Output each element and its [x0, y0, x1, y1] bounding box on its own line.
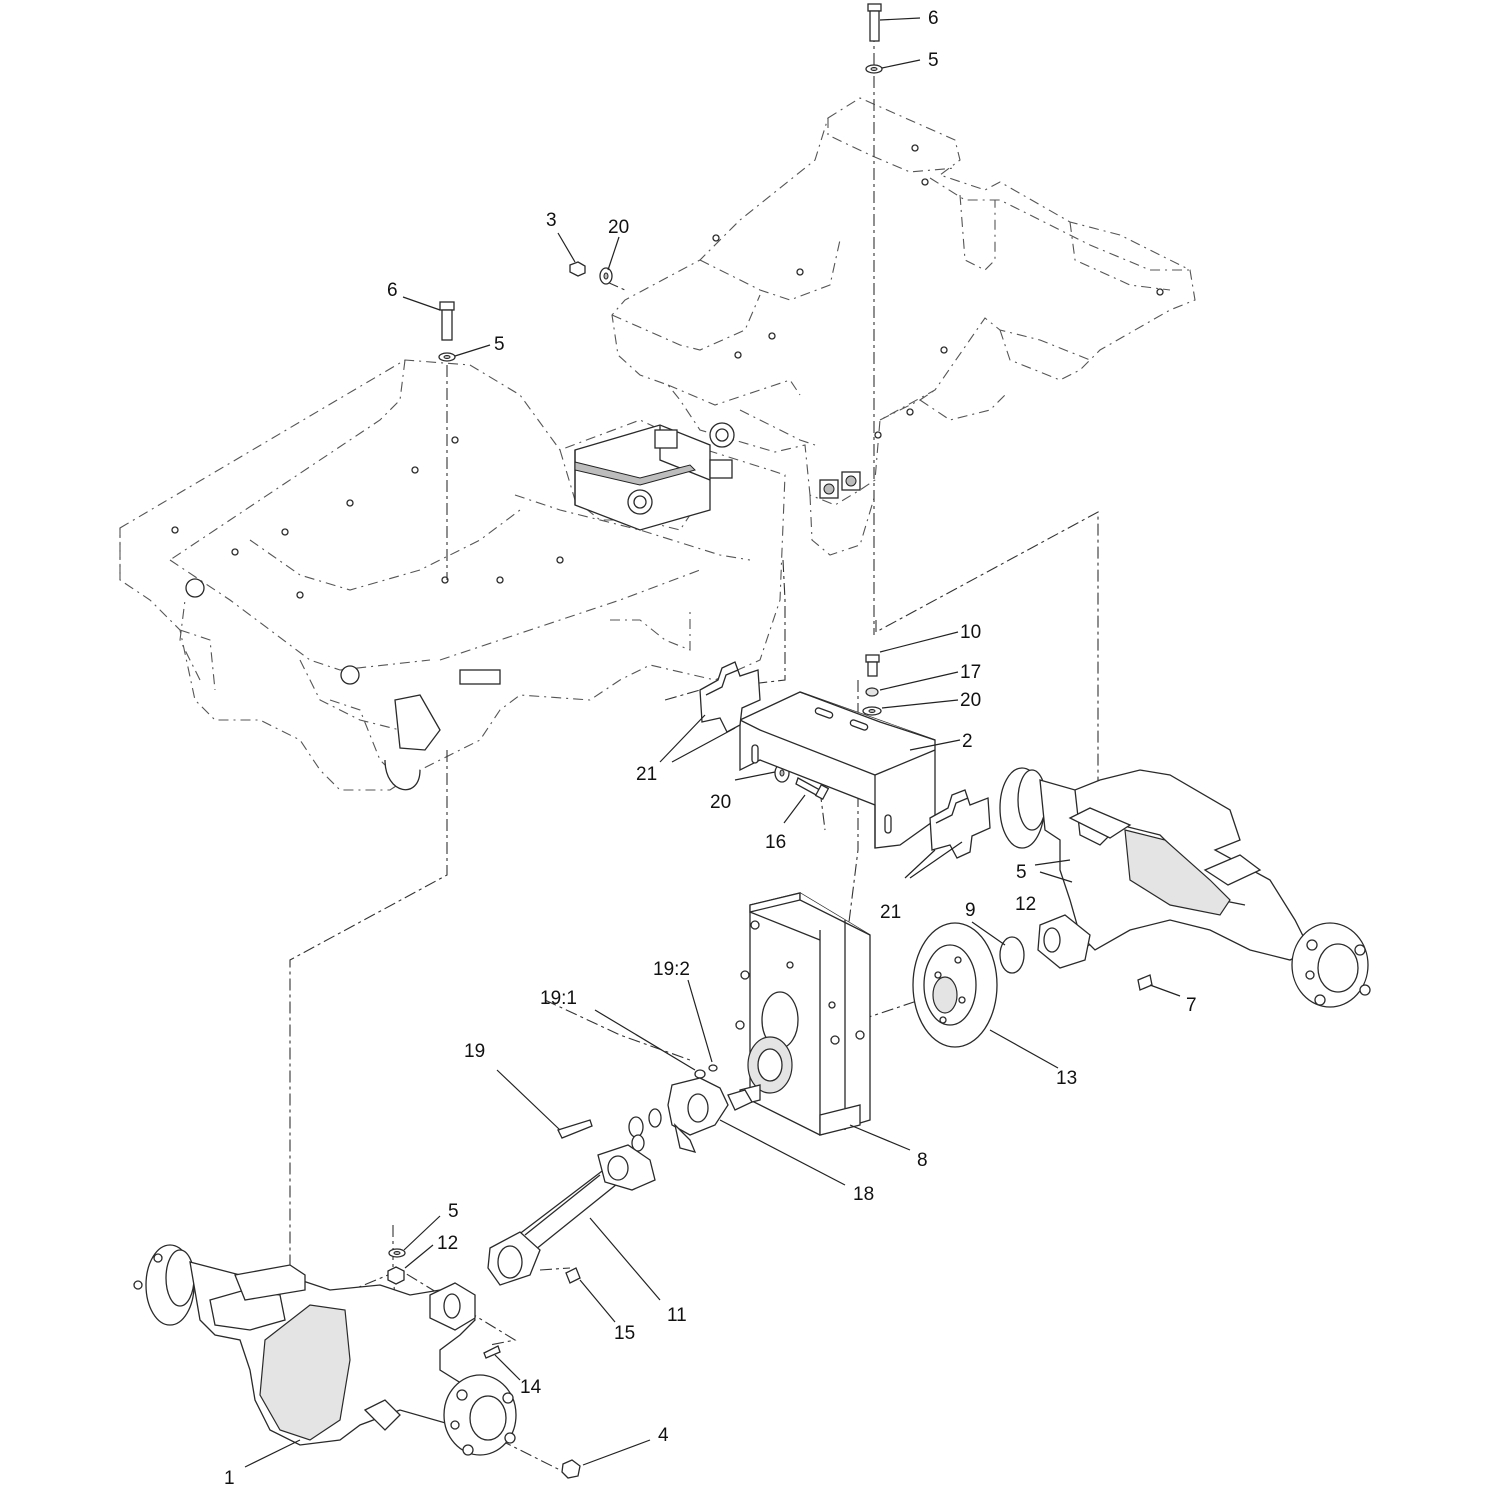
callout-11: 11	[667, 1305, 687, 1326]
key-19	[557, 1119, 593, 1139]
callout-6-left: 6	[387, 280, 398, 301]
front-frame	[119, 359, 786, 791]
callout-21-left: 21	[636, 764, 657, 785]
callout-15: 15	[614, 1323, 635, 1344]
callout-5-left: 5	[494, 334, 505, 355]
bolt-10	[865, 654, 880, 677]
callouts: 6 5 3 20 6 5 10 17 20 2 21 20 16 5 12 21…	[224, 8, 1197, 1489]
callout-13: 13	[1056, 1068, 1077, 1089]
lug-nut-4	[561, 1459, 581, 1479]
bolt-6-left	[439, 301, 455, 341]
bolt-7	[1137, 974, 1153, 991]
callout-12-low: 12	[437, 1233, 458, 1254]
bolt-6-top	[867, 3, 882, 42]
front-axle	[133, 1244, 517, 1456]
callout-20-top: 20	[608, 217, 629, 238]
callout-19-1: 19:1	[540, 988, 577, 1009]
nut-19-2	[708, 1064, 718, 1072]
callout-14: 14	[520, 1377, 542, 1398]
callout-16: 16	[765, 832, 786, 853]
callout-9: 9	[965, 900, 976, 921]
mounting-bracket-2	[739, 691, 936, 849]
callout-18: 18	[853, 1184, 874, 1205]
nut-12-low	[387, 1266, 405, 1285]
gearbox-8	[735, 892, 871, 1136]
shim-21-left	[699, 661, 761, 733]
callout-20-low: 20	[710, 792, 731, 813]
callout-19: 19	[464, 1041, 485, 1062]
bolt-15	[565, 1267, 581, 1284]
shim-21-right	[929, 789, 991, 859]
o-ring-9	[999, 936, 1025, 974]
yoke-18	[667, 1077, 753, 1153]
spacer	[628, 1116, 644, 1138]
callout-12-right: 12	[1015, 894, 1036, 915]
bolt-14	[483, 1345, 501, 1359]
rear-frame	[611, 97, 1196, 556]
callout-20-mid: 20	[960, 690, 981, 711]
callout-10: 10	[960, 622, 981, 643]
callout-17: 17	[960, 662, 981, 683]
callout-19-2: 19:2	[653, 959, 690, 980]
callout-5-right: 5	[1016, 862, 1027, 883]
callout-4: 4	[658, 1425, 669, 1446]
callout-3: 3	[546, 210, 557, 231]
nut-3	[569, 261, 586, 277]
callout-5-low: 5	[448, 1201, 459, 1222]
callout-21-right: 21	[880, 902, 901, 923]
lockwasher-17	[865, 687, 879, 697]
callout-6-top: 6	[928, 8, 939, 29]
leader-lines	[244, 17, 1181, 1468]
callout-1: 1	[224, 1468, 235, 1489]
callout-2: 2	[962, 731, 973, 752]
rear-axle	[999, 767, 1371, 1008]
brake-disc-13	[912, 922, 998, 1048]
centerlines	[279, 30, 1099, 1471]
callout-7: 7	[1186, 995, 1197, 1016]
bolt-16	[795, 777, 830, 801]
nut-19-1	[694, 1069, 706, 1079]
driveshaft-11	[487, 1144, 656, 1286]
callout-5-top: 5	[928, 50, 939, 71]
callout-8: 8	[917, 1150, 928, 1171]
